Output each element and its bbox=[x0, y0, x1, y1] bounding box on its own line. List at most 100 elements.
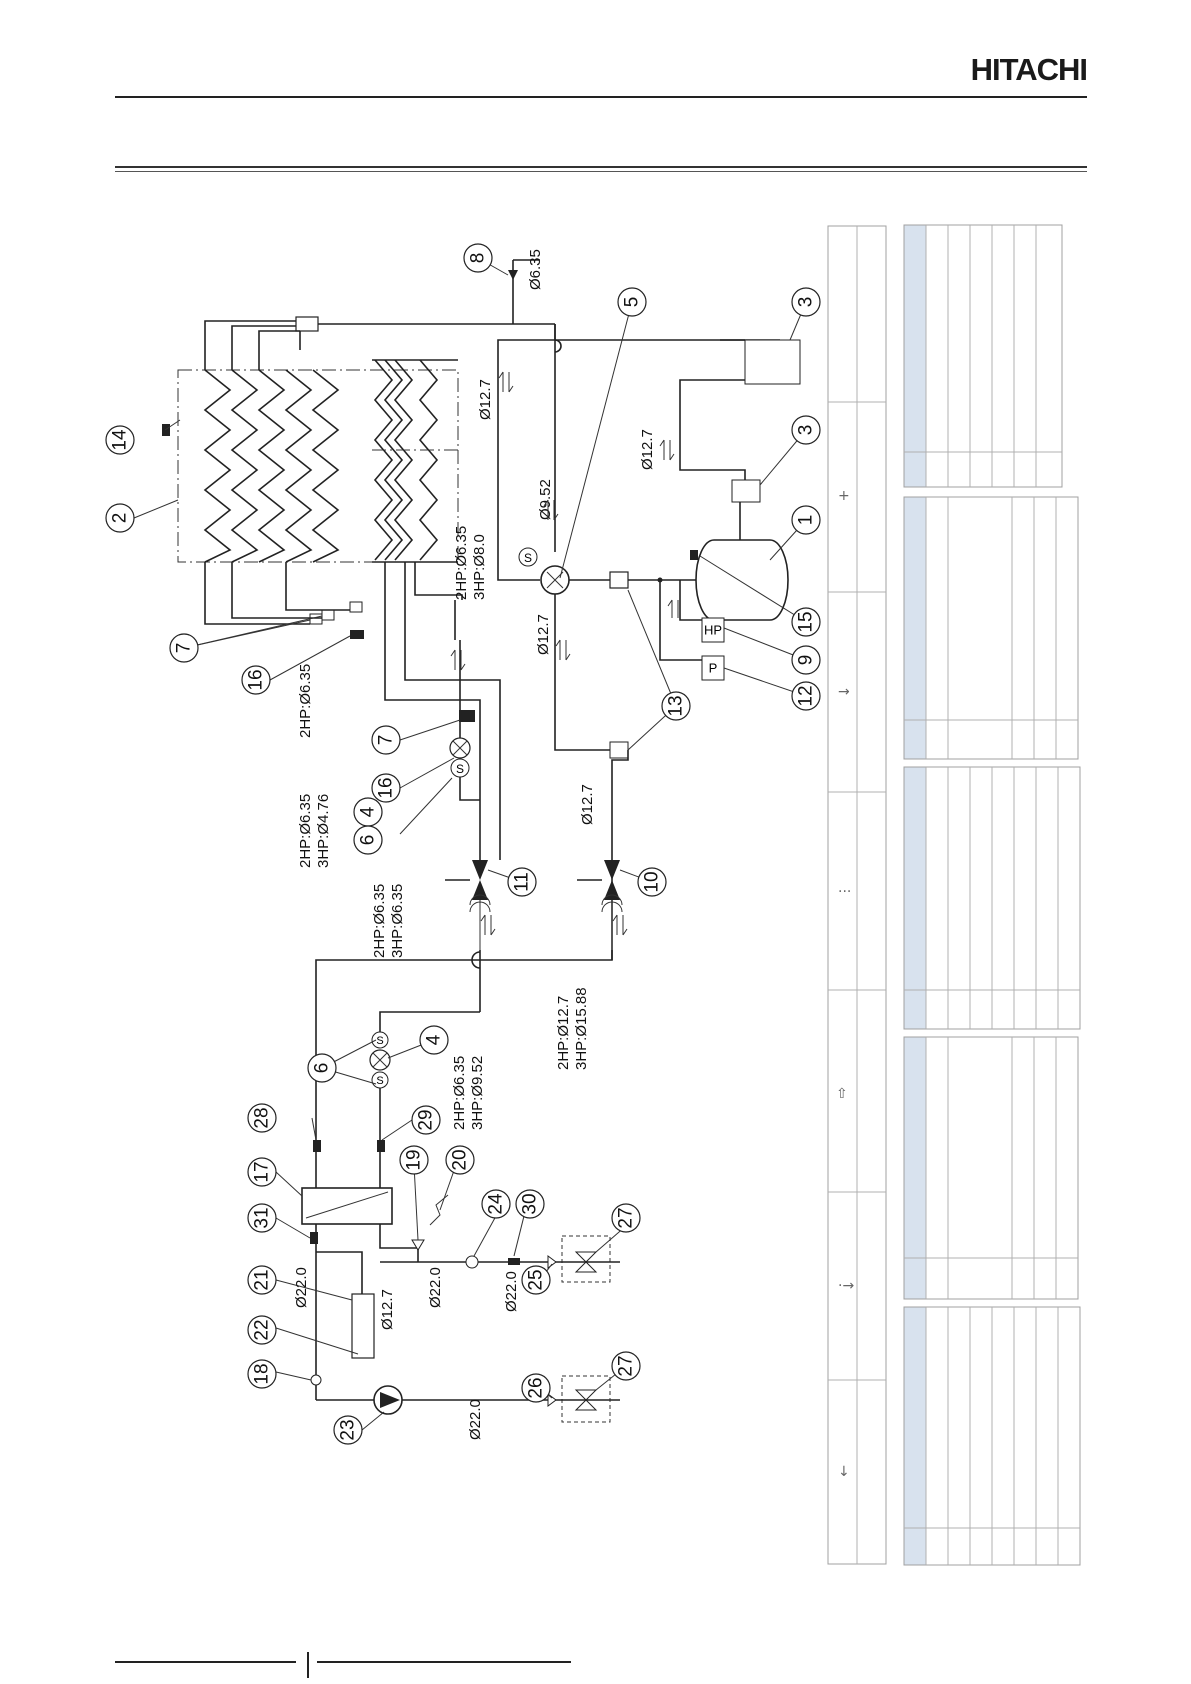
dim-water-2: Ø22.0 bbox=[427, 1267, 444, 1308]
high-pressure-switch bbox=[701, 617, 725, 643]
air-purge-18 bbox=[310, 1374, 322, 1386]
svg-text:16: 16 bbox=[246, 669, 267, 690]
label-26: 26 bbox=[521, 1373, 551, 1403]
sensor-30 bbox=[508, 1258, 520, 1265]
label-4a: 4 bbox=[353, 797, 383, 827]
label-2: 2 bbox=[105, 503, 135, 533]
water-outlet-26 bbox=[547, 1393, 557, 1407]
svg-text:31: 31 bbox=[252, 1207, 273, 1228]
svg-text:12: 12 bbox=[796, 685, 817, 706]
label-21: 21 bbox=[247, 1265, 277, 1295]
ev1-s-label: S bbox=[456, 762, 464, 776]
sensor-16-liquid bbox=[459, 710, 475, 722]
svg-text:11: 11 bbox=[512, 872, 533, 892]
dim-liq2-2hp: 2HP:Ø6.35 bbox=[371, 884, 388, 958]
air-heat-exchanger bbox=[162, 316, 555, 639]
label-27b: 27 bbox=[611, 1351, 641, 1381]
svg-text:28: 28 bbox=[252, 1107, 273, 1128]
legend-table: + → ··· ⇧ ·→ ↓ bbox=[827, 224, 1081, 1566]
label-16b: 16 bbox=[371, 773, 401, 803]
sensor-31 bbox=[310, 1232, 318, 1244]
label-8: 8 bbox=[463, 243, 493, 273]
coil-boundary bbox=[177, 369, 459, 563]
label-7a: 7 bbox=[169, 633, 199, 663]
svg-text:29: 29 bbox=[416, 1109, 437, 1130]
ev2b-s-label: S bbox=[376, 1075, 383, 1087]
svg-text:7: 7 bbox=[376, 735, 397, 746]
service-port-8 bbox=[508, 270, 518, 280]
svg-text:6: 6 bbox=[312, 1063, 333, 1074]
label-6a: 6 bbox=[353, 825, 383, 855]
label-20: 20 bbox=[445, 1145, 475, 1175]
svg-text:4: 4 bbox=[358, 806, 379, 817]
label-1: 1 bbox=[791, 505, 821, 535]
svg-text:24: 24 bbox=[486, 1193, 507, 1215]
svg-text:26: 26 bbox=[526, 1377, 547, 1398]
water-inlet-25 bbox=[547, 1255, 557, 1269]
dim-hx-3hp: 3HP:Ø8.0 bbox=[471, 534, 488, 600]
solenoid-ev2a bbox=[371, 1031, 389, 1049]
label-10: 10 bbox=[637, 867, 667, 897]
legend-symbol-b: → bbox=[838, 684, 850, 700]
dim-hx-2hp: 2HP:Ø6.35 bbox=[453, 526, 470, 600]
label-30: 30 bbox=[515, 1189, 545, 1219]
distributor-top bbox=[295, 316, 319, 332]
svg-text:23: 23 bbox=[338, 1419, 359, 1440]
label-7b: 7 bbox=[371, 725, 401, 755]
legend-symbol-c: ··· bbox=[838, 884, 851, 900]
dim-liq-2hp: 2HP:Ø6.35 bbox=[297, 794, 314, 868]
ev2a-s-label: S bbox=[376, 1035, 383, 1047]
plate-heat-exchanger-17 bbox=[301, 1187, 393, 1225]
label-14: 14 bbox=[105, 425, 135, 455]
svg-text:17: 17 bbox=[252, 1161, 273, 1182]
distributor-bottom-3 bbox=[349, 601, 363, 613]
label-28: 28 bbox=[247, 1103, 277, 1133]
svg-text:25: 25 bbox=[526, 1269, 547, 1290]
silencer-3-lower bbox=[731, 479, 761, 503]
label-12: 12 bbox=[791, 681, 821, 711]
component-labels: 2 14 7 16 8 5 3 3 1 15 9 12 13 7 16 4 6 … bbox=[105, 243, 821, 1445]
reversing-valve-solenoid bbox=[518, 547, 538, 567]
svg-text:4: 4 bbox=[424, 1034, 445, 1045]
svg-text:1: 1 bbox=[796, 515, 817, 526]
svg-text:5: 5 bbox=[622, 297, 643, 308]
dim-gas-bottom: Ø12.7 bbox=[535, 614, 552, 655]
svg-text:8: 8 bbox=[468, 253, 489, 264]
svg-text:6: 6 bbox=[358, 835, 379, 846]
label-4b: 4 bbox=[419, 1025, 449, 1055]
svg-text:19: 19 bbox=[404, 1149, 425, 1170]
solenoid-s-label: S bbox=[524, 551, 532, 565]
sensor-28 bbox=[313, 1140, 321, 1152]
distributor-bottom-1 bbox=[309, 613, 323, 625]
service-valve-11 bbox=[472, 860, 488, 900]
drain-valve-24 bbox=[465, 1255, 479, 1269]
p-label: P bbox=[709, 661, 718, 676]
header-rule bbox=[115, 96, 1087, 98]
footer-rule-left bbox=[115, 1661, 296, 1663]
legend-symbol-a: + bbox=[838, 488, 850, 504]
label-19: 19 bbox=[399, 1145, 429, 1175]
flow-arrows bbox=[450, 371, 679, 936]
svg-text:15: 15 bbox=[796, 611, 817, 632]
label-9: 9 bbox=[791, 645, 821, 675]
label-13: 13 bbox=[661, 691, 691, 721]
dim-gas-left: Ø12.7 bbox=[477, 379, 494, 420]
dim-water-4: Ø22.0 bbox=[467, 1399, 484, 1440]
hp-label: HP bbox=[704, 623, 722, 638]
label-25: 25 bbox=[521, 1265, 551, 1295]
sensor-29 bbox=[377, 1140, 385, 1152]
dim-main-3hp: 3HP:Ø15.88 bbox=[573, 987, 590, 1070]
svg-text:3: 3 bbox=[796, 297, 817, 308]
label-3a: 3 bbox=[791, 287, 821, 317]
label-29: 29 bbox=[411, 1105, 441, 1135]
service-valve-10 bbox=[604, 860, 620, 900]
legend-symbol-f: ↓ bbox=[838, 1464, 850, 1480]
dim-liq2-3hp: 3HP:Ø6.35 bbox=[389, 884, 406, 958]
shutoff-box-upper bbox=[561, 1235, 611, 1283]
refrigerant-piping: S HP P S bbox=[315, 259, 801, 1150]
svg-text:21: 21 bbox=[252, 1269, 273, 1290]
svg-text:14: 14 bbox=[110, 429, 131, 451]
dim-water-1: Ø22.0 bbox=[293, 1267, 310, 1308]
label-6b: 6 bbox=[307, 1053, 337, 1083]
distributor-bottom-2 bbox=[321, 609, 335, 621]
